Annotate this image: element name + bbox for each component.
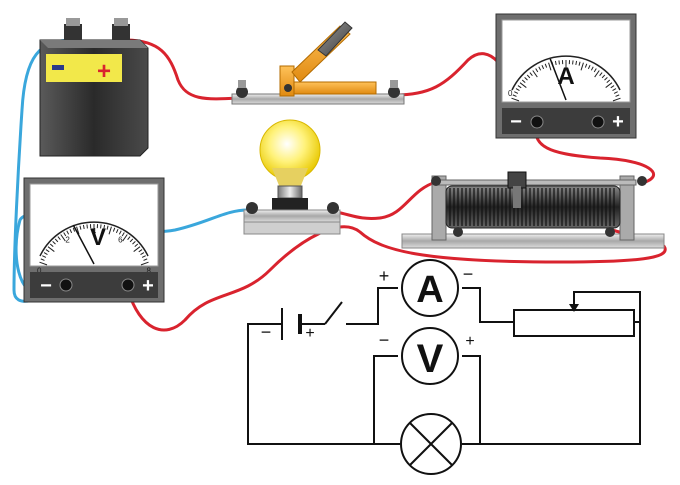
ammeter-terminal-minus xyxy=(531,116,543,128)
rheostat-terminal-top-right xyxy=(637,176,647,186)
rheostat-terminal-top-left xyxy=(431,176,441,186)
rheostat-terminal-bottom-left xyxy=(453,227,463,237)
battery-plus-label: + xyxy=(97,58,111,85)
battery-terminal-plus xyxy=(112,24,130,40)
schematic-battery-minus: − xyxy=(261,322,272,342)
battery-minus-mark xyxy=(52,65,64,70)
schematic-voltmeter-plus: + xyxy=(465,333,474,350)
wire-rheostat-to-lamp xyxy=(336,182,436,218)
lamp-base xyxy=(244,210,340,222)
schematic-wire-right xyxy=(462,322,640,444)
switch-base xyxy=(232,94,404,104)
schematic-switch xyxy=(325,302,342,324)
ammeter-plus-label: + xyxy=(612,111,624,133)
voltmeter-tick-label: 2 xyxy=(65,235,70,244)
schematic-voltmeter-symbol: V xyxy=(417,337,444,381)
lamp-terminal-left xyxy=(246,202,258,214)
schematic-wire-rheostat-wiper xyxy=(574,292,640,322)
rheostat-terminal-bottom-right xyxy=(605,227,615,237)
schematic-rheostat xyxy=(514,310,634,336)
battery-terminal-minus xyxy=(64,24,82,40)
ammeter-minus-label: − xyxy=(510,111,522,133)
schematic-battery-plus: + xyxy=(305,325,314,342)
voltmeter-terminal-minus xyxy=(60,279,72,291)
voltmeter-plus-label: + xyxy=(142,275,154,297)
rheostat-rail xyxy=(436,180,636,185)
schematic-wire-switch-ammeter xyxy=(346,288,398,324)
ammeter-terminal-plus xyxy=(592,116,604,128)
switch-handle xyxy=(318,22,352,56)
lamp-terminal-right xyxy=(327,202,339,214)
schematic-voltmeter-minus: − xyxy=(379,330,390,350)
schematic-ammeter-symbol: A xyxy=(416,269,443,311)
voltmeter-minus-label: − xyxy=(40,275,52,297)
schematic-ammeter-plus: + xyxy=(379,266,390,286)
rheostat xyxy=(402,172,664,248)
voltmeter-tick-label: 6 xyxy=(118,235,123,244)
schematic-ammeter-minus: − xyxy=(463,264,474,284)
schematic-wire-left xyxy=(248,324,400,444)
schematic-labels: − + A + − V − + xyxy=(261,264,475,381)
knife-switch xyxy=(232,22,404,104)
battery: + xyxy=(40,18,148,156)
lamp xyxy=(244,120,340,234)
ammeter-scale-zero: 0 xyxy=(508,89,513,98)
schematic xyxy=(248,260,640,474)
ammeter: 0 A − + xyxy=(496,14,636,138)
schematic-wire-ammeter-rheostat xyxy=(462,288,514,322)
rheostat-slider xyxy=(508,172,526,188)
voltmeter-terminal-plus xyxy=(122,279,134,291)
voltmeter-symbol: V xyxy=(90,224,106,251)
